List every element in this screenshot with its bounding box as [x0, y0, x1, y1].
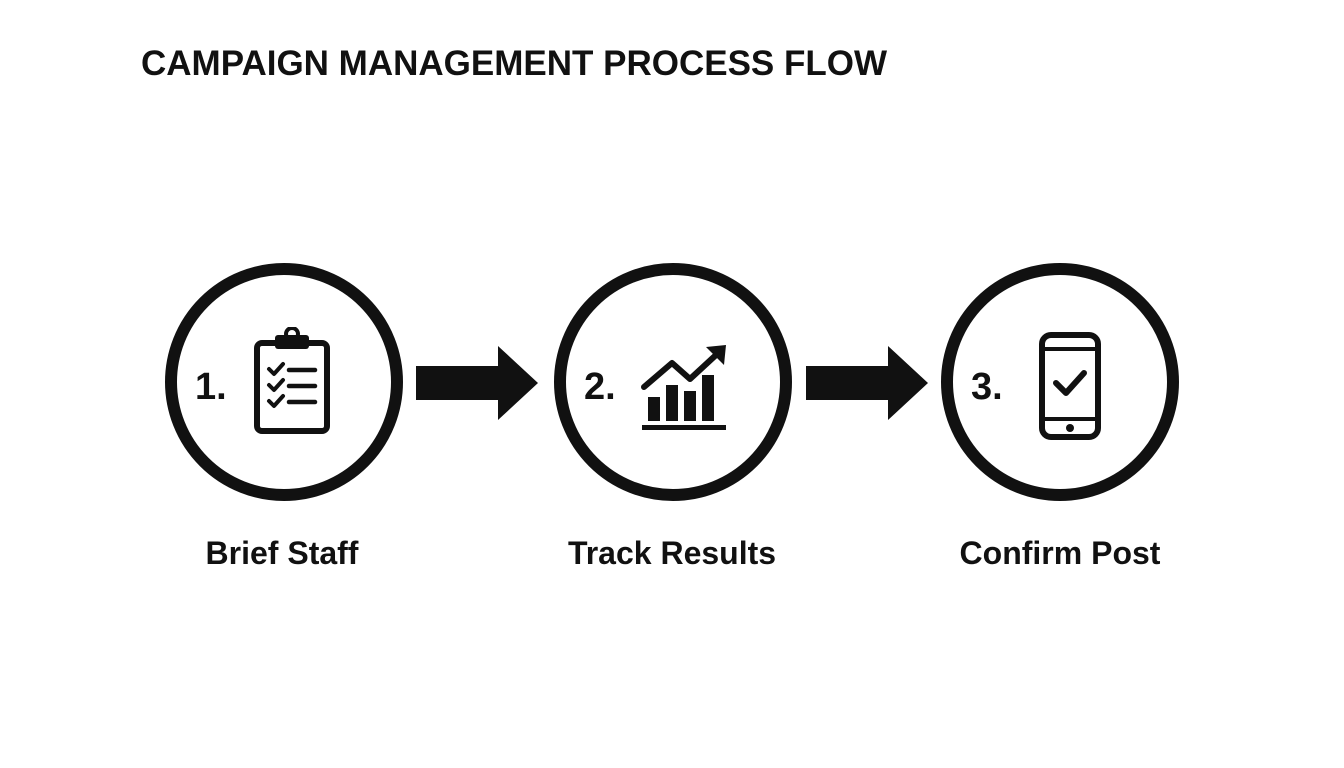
step-2-label: Track Results [567, 535, 777, 571]
step-2-number: 2. [584, 366, 616, 408]
arrow-right-icon [416, 346, 538, 420]
clipboard-checklist-icon [254, 327, 330, 434]
step-3-label: Confirm Post [959, 535, 1161, 571]
page-title: CAMPAIGN MANAGEMENT PROCESS FLOW [141, 44, 888, 83]
step-3-number: 3. [971, 366, 1003, 408]
step-2-circle: 2. [554, 263, 792, 501]
step-1-number: 1. [195, 366, 227, 408]
arrow-right-icon [806, 346, 928, 420]
step-1-label: Brief Staff [205, 535, 359, 571]
step-3-circle: 3. [941, 263, 1179, 501]
step-1-circle: 1. [165, 263, 403, 501]
bar-chart-growth-icon [641, 345, 726, 430]
smartphone-check-icon [1039, 332, 1101, 440]
